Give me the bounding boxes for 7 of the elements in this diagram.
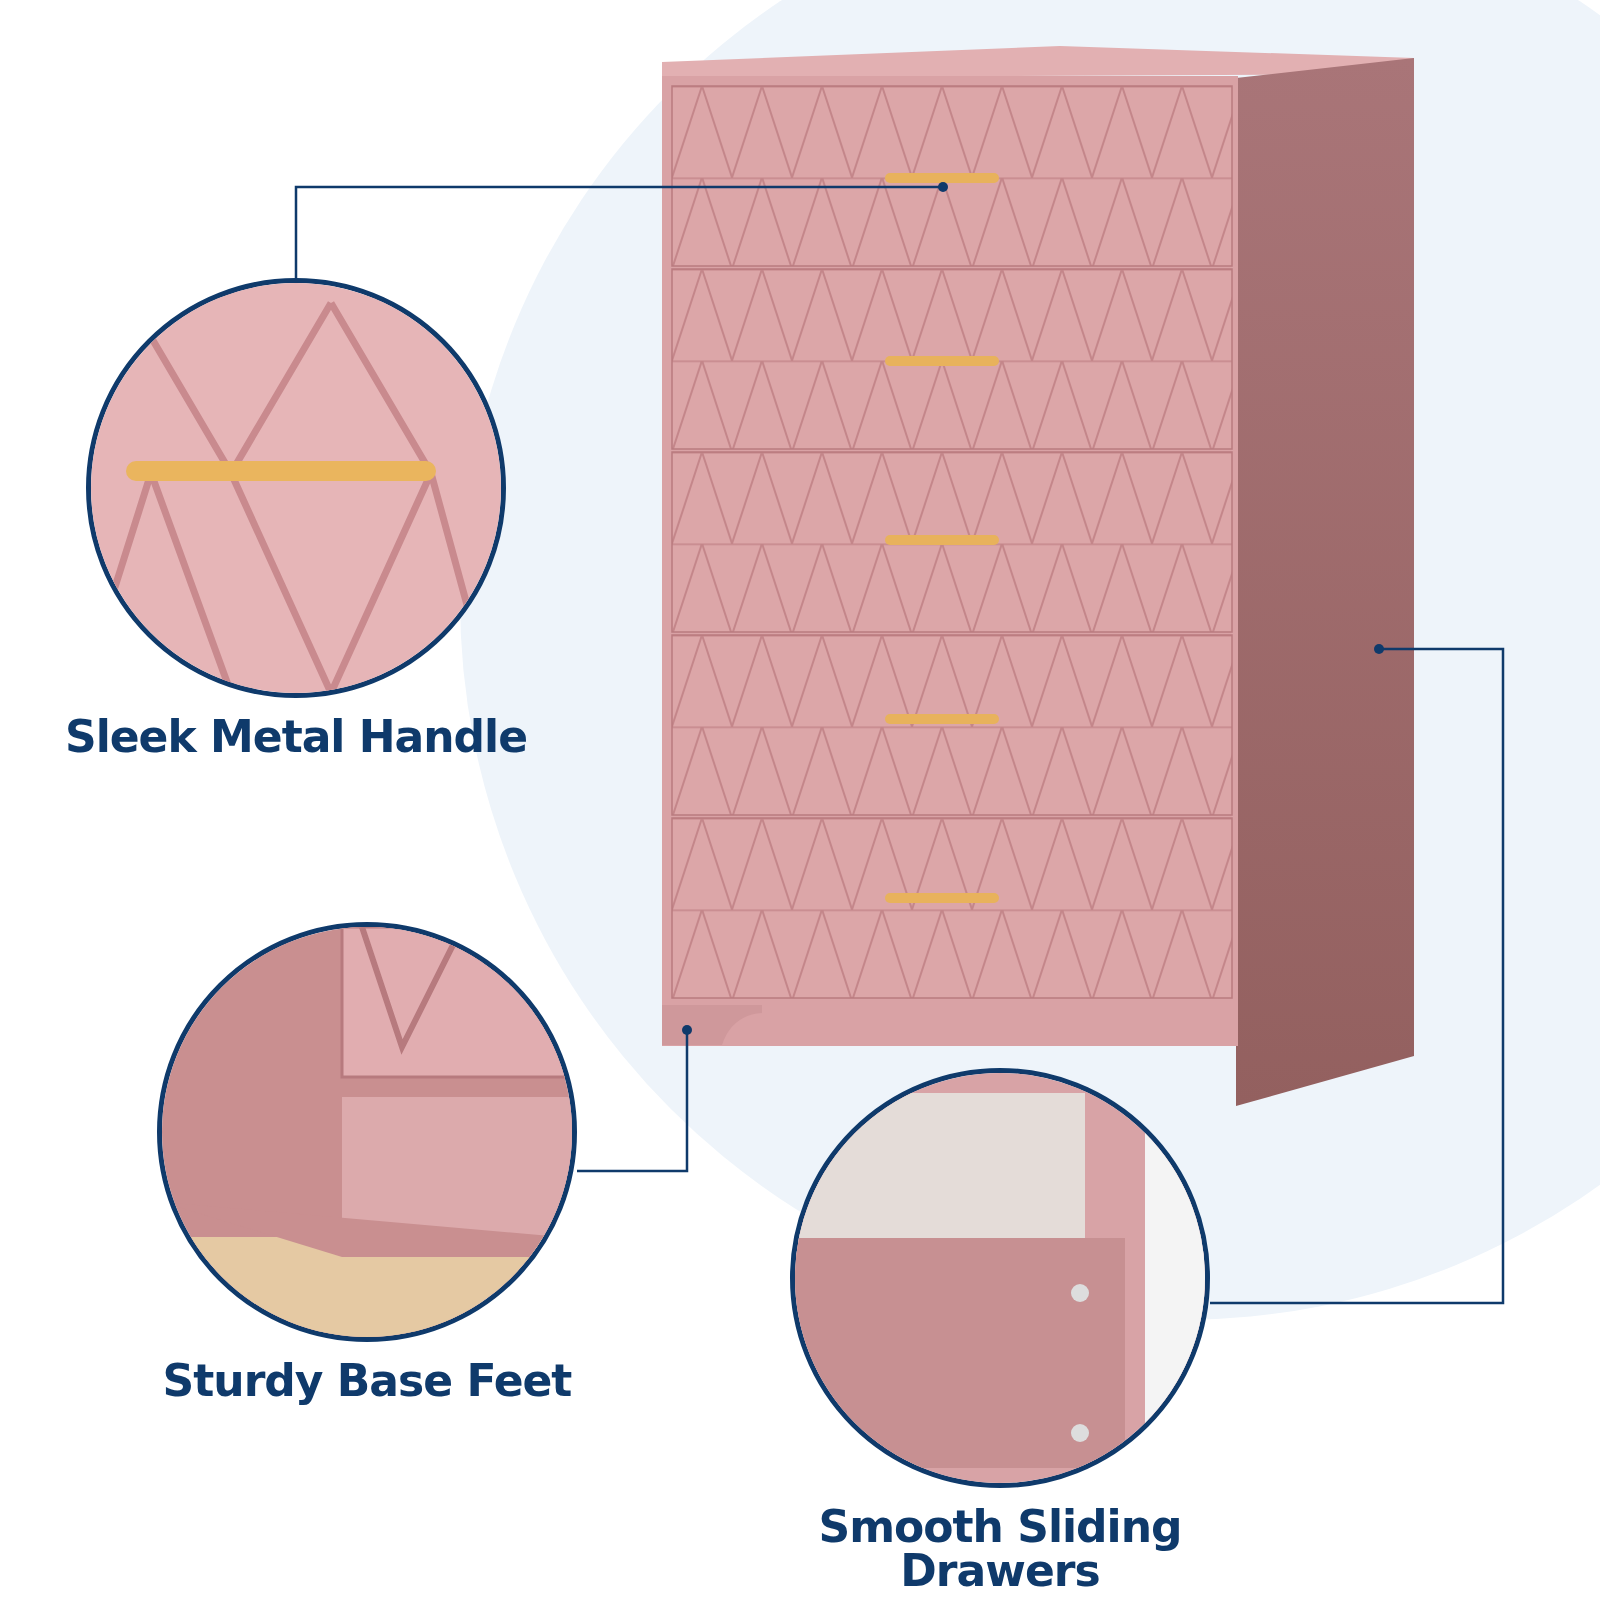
leader-line (1210, 644, 1505, 1305)
feature-caption: Sturdy Base Feet (161, 1359, 573, 1403)
drawer-handle (885, 173, 999, 183)
feature-caption: Smooth Sliding Drawers (817, 1505, 1183, 1593)
leader-line (294, 182, 948, 278)
feature-caption: Sleek Metal Handle (63, 715, 528, 759)
leader-line (577, 1025, 692, 1173)
